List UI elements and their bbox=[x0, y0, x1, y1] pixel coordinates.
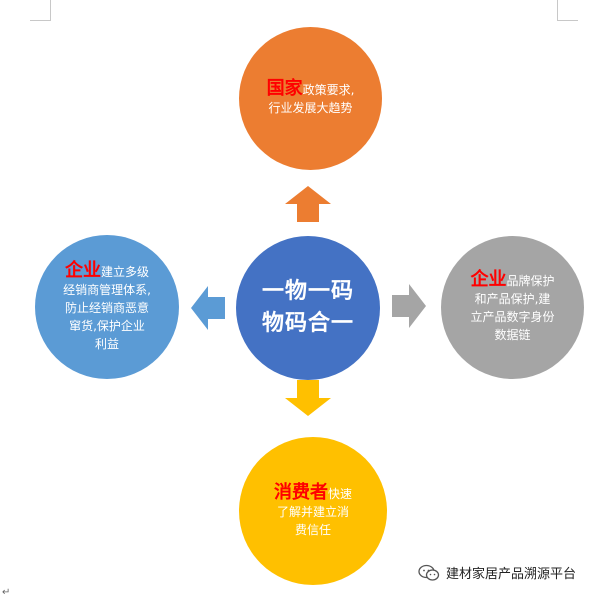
wechat-icon bbox=[418, 564, 440, 581]
node-government-line-2: 行业发展大趋势 bbox=[268, 101, 353, 115]
node-consumer-line-3: 费信任 bbox=[294, 522, 331, 537]
node-government: 国家政策要求, 行业发展大趋势 bbox=[239, 27, 382, 170]
node-enterprise-right-line-3: 立产品数字身份 bbox=[470, 310, 555, 324]
node-enterprise-right-line-1: 品牌保护 bbox=[506, 274, 555, 288]
node-enterprise-left-highlight: 企业 bbox=[64, 259, 101, 281]
node-enterprise-left-text: 企业建立多级 经销商管理体系, 防止经销商恶意 窜货,保护企业 利益 bbox=[63, 259, 151, 353]
paragraph-mark: ↵ bbox=[2, 587, 11, 598]
arrow-left-icon bbox=[191, 286, 225, 330]
node-government-highlight: 国家 bbox=[266, 78, 303, 99]
node-enterprise-right-line-2: 和产品保护,建 bbox=[474, 292, 551, 306]
footer-text: 建材家居产品溯源平台 bbox=[446, 567, 577, 582]
node-center: 一物一码 物码合一 bbox=[236, 236, 380, 380]
page-corner-mark-left bbox=[30, 0, 51, 21]
node-enterprise-left-line-1: 建立多级 bbox=[100, 264, 149, 279]
node-enterprise-right-text: 企业品牌保护 和产品保护,建 立产品数字身份 数据链 bbox=[470, 271, 554, 344]
node-enterprise-left-line-3: 防止经销商恶意 bbox=[64, 300, 149, 315]
node-enterprise-right: 企业品牌保护 和产品保护,建 立产品数字身份 数据链 bbox=[441, 236, 584, 379]
node-enterprise-right-line-4: 数据链 bbox=[494, 328, 531, 342]
arrow-up-icon bbox=[285, 186, 331, 222]
page-corner-mark-right bbox=[557, 0, 578, 21]
node-enterprise-right-highlight: 企业 bbox=[470, 269, 507, 290]
node-consumer-line-2: 了解并建立消 bbox=[276, 504, 349, 519]
node-enterprise-left-line-2: 经销商管理体系, bbox=[63, 282, 151, 297]
arrow-right-icon bbox=[392, 284, 426, 328]
node-center-line-2: 物码合一 bbox=[261, 311, 354, 336]
node-government-line-1: 政策要求, bbox=[302, 83, 355, 97]
node-enterprise-left-line-4: 窜货,保护企业 bbox=[69, 318, 145, 333]
node-enterprise-left: 企业建立多级 经销商管理体系, 防止经销商恶意 窜货,保护企业 利益 bbox=[35, 235, 179, 379]
node-center-line-1: 一物一码 bbox=[261, 279, 354, 304]
node-consumer: 消费者快速 了解并建立消 费信任 bbox=[239, 437, 387, 585]
node-consumer-text: 消费者快速 了解并建立消 费信任 bbox=[273, 481, 352, 539]
node-center-text: 一物一码 物码合一 bbox=[262, 276, 354, 340]
footer-watermark: 建材家居产品溯源平台 bbox=[418, 563, 576, 582]
arrow-down-icon bbox=[285, 380, 331, 416]
node-consumer-line-1: 快速 bbox=[327, 486, 352, 501]
node-consumer-highlight: 消费者 bbox=[273, 481, 328, 503]
node-government-text: 国家政策要求, 行业发展大趋势 bbox=[267, 80, 355, 117]
node-enterprise-left-line-5: 利益 bbox=[94, 336, 119, 351]
